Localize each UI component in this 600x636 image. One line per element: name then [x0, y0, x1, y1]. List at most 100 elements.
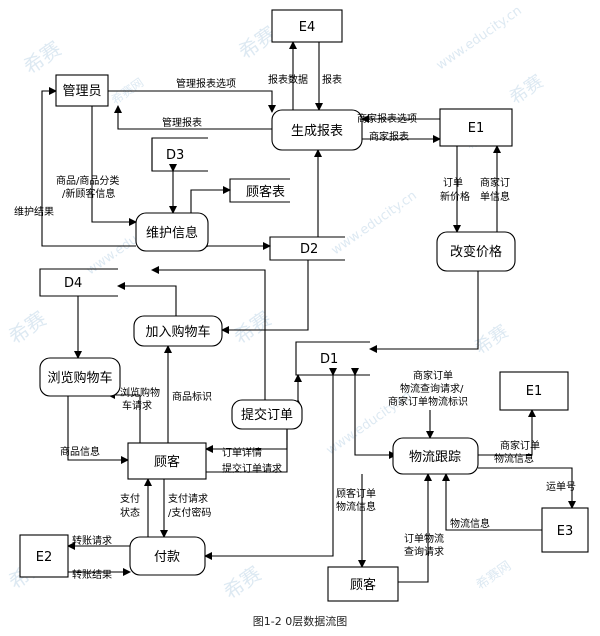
- flow-waybill: [478, 467, 576, 509]
- label-waybill: 运单号: [546, 481, 576, 493]
- label-order-query-2: 查询请求: [404, 545, 444, 558]
- watermark: www.educity.cn: [434, 3, 525, 73]
- watermark: 希赛: [219, 561, 266, 604]
- label-pay-status-1: 支付: [120, 492, 140, 505]
- flow-merchant-logistics: [478, 409, 536, 456]
- watermark: www.educity.cn: [329, 188, 420, 258]
- process-change-price-label: 改变价格: [450, 244, 502, 260]
- label-merchant-report: 商家报表: [369, 130, 409, 143]
- label-logistics-info: 物流信息: [450, 517, 490, 530]
- process-payment-label: 付款: [154, 550, 180, 565]
- process-logistics-box: [392, 437, 479, 475]
- label-transfer-request: 转账请求: [72, 534, 112, 547]
- label-merchant-query-2: 物流查询请求/: [400, 382, 464, 395]
- label-goods-id: 商品标识: [172, 390, 212, 403]
- process-submit-order-box: [231, 399, 303, 430]
- flow-order-query: [398, 473, 432, 583]
- flow-goods-info: [67, 396, 129, 464]
- store-d4-shape: [39, 268, 118, 297]
- label-merchant-logistics-2: 物流信息: [494, 452, 534, 465]
- label-customer-logistics-2: 物流信息: [336, 500, 376, 513]
- figure-caption: 图1-2 0层数据流图: [253, 614, 347, 628]
- label-goods-info: 商品信息: [60, 445, 100, 458]
- watermark: 希赛: [229, 306, 276, 349]
- process-logistics-label: 物流跟踪: [409, 450, 461, 465]
- entity-admin-label: 管理员: [62, 84, 101, 99]
- flow-maintain-result: [41, 87, 136, 247]
- label-order-new-price-1: 订单: [443, 177, 463, 189]
- process-maintain-info-box: [135, 212, 209, 252]
- watermark: 希赛网: [473, 558, 514, 593]
- store-customer-table-shape: [229, 178, 290, 203]
- label-goods-info-2: /新顾客信息: [62, 187, 115, 200]
- label-transfer-result: 转账结果: [72, 568, 112, 581]
- store-d1-label: D1: [320, 352, 338, 367]
- process-maintain-info-label: 维护信息: [146, 225, 198, 241]
- process-generate-report-label: 生成报表: [291, 124, 343, 139]
- entity-e1-right-box: [499, 371, 569, 411]
- entity-e2-box: [19, 534, 69, 578]
- label-browse-request-2: 车请求: [122, 399, 152, 412]
- label-merchant-order-info-2: 单信息: [480, 190, 510, 203]
- entity-e3-label: E3: [557, 524, 574, 539]
- process-change-price-box: [436, 231, 516, 272]
- process-add-cart-box: [133, 315, 223, 347]
- store-d4-label: D4: [64, 276, 82, 291]
- watermark: 希赛: [4, 306, 51, 349]
- flow-maintain-customer-table: [187, 186, 231, 220]
- process-add-cart-label: 加入购物车: [145, 324, 210, 340]
- process-browse-cart-box: [39, 357, 121, 397]
- flow-price-d1: [369, 264, 482, 353]
- process-browse-cart-label: 浏览购物车: [47, 370, 112, 386]
- label-customer-logistics-1: 顾客订单: [336, 487, 376, 500]
- flow-order-detail: [205, 429, 288, 453]
- store-customer-table-label: 顾客表: [246, 184, 285, 200]
- label-submit-request: 提交订单请求: [222, 462, 282, 475]
- entity-e3-box: [541, 507, 589, 553]
- label-admin-report-option: 管理报表选项: [176, 77, 236, 90]
- entity-customer-label: 顾客: [154, 454, 180, 470]
- label-pay-request-1: 支付请求: [168, 492, 208, 505]
- label-merchant-report-option: 商家报表选项: [357, 112, 417, 125]
- flow-d2-to-cart: [221, 260, 309, 334]
- label-report-data: 报表数据: [268, 73, 308, 86]
- watermark: 希赛: [506, 71, 548, 109]
- label-maintain-result: 维护结果: [14, 205, 54, 218]
- label-browse-request-1: 浏览购物: [120, 386, 160, 399]
- label-merchant-query-3: 商家订单物流标识: [388, 395, 468, 408]
- label-pay-status-2: 状态: [120, 506, 140, 519]
- label-order-detail: 订单详情: [222, 446, 262, 459]
- label-merchant-order-info-1: 商家订: [480, 176, 510, 189]
- process-payment-box: [129, 536, 206, 576]
- process-generate-report-box: [271, 109, 363, 151]
- flow-admin-report: [114, 105, 272, 130]
- entity-customer-box: [127, 442, 207, 480]
- watermark: 希赛: [19, 36, 66, 79]
- entity-customer-bottom-box: [327, 566, 399, 602]
- entity-e1-right-label: E1: [526, 384, 543, 399]
- label-order-new-price-2: 新价格: [440, 190, 470, 203]
- entity-e1-top-label: E1: [468, 121, 485, 136]
- label-merchant-query-1: 商家订单: [413, 369, 453, 382]
- flow-admin-report-option: [108, 90, 276, 113]
- entity-customer-bottom-label: 顾客: [350, 577, 376, 593]
- flow-browse-request: [107, 391, 141, 448]
- process-submit-order-label: 提交订单: [241, 407, 293, 423]
- flow-d1-logistics: [351, 368, 397, 459]
- flow-goods-info-maintain: [91, 106, 137, 226]
- store-d3-label: D3: [166, 148, 184, 163]
- store-d2-label: D2: [300, 242, 318, 257]
- flow-d1-payment: [204, 368, 337, 560]
- entity-e4-box: [271, 9, 343, 43]
- store-d2-shape: [269, 236, 345, 261]
- entity-e4-label: E4: [299, 20, 316, 35]
- label-report: 报表: [322, 73, 342, 86]
- flow-logistics-info: [442, 473, 542, 531]
- label-pay-request-2: /支付密码: [168, 506, 211, 519]
- entity-admin-box: [55, 74, 109, 107]
- watermark: 希赛: [471, 321, 513, 359]
- label-goods-info-1: 商品/商品分类: [56, 174, 119, 187]
- flow-submit-to-cart-path: [151, 266, 266, 404]
